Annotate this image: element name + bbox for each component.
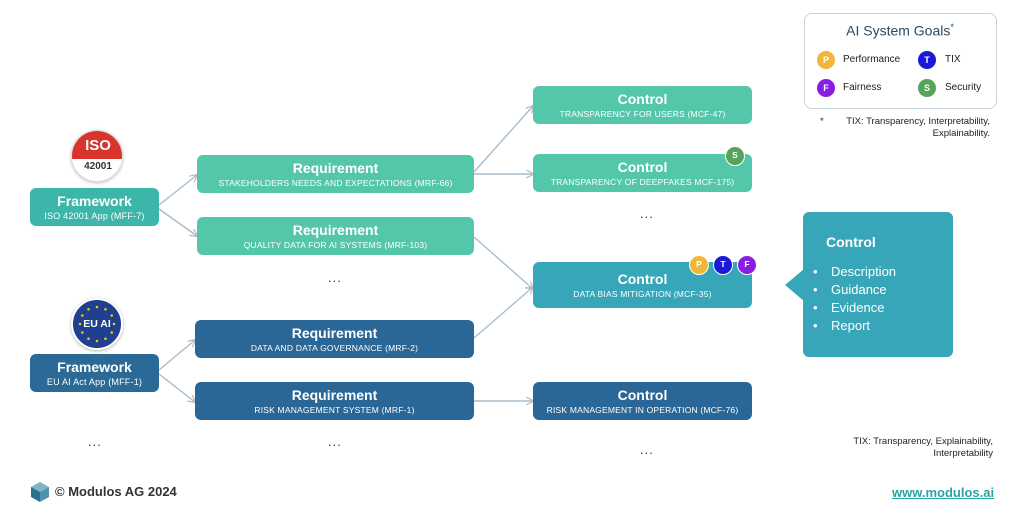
framework-iso-42001[interactable]: Framework ISO 42001 App (MFF-7) xyxy=(30,188,159,226)
iso-badge-label: ISO xyxy=(85,137,111,154)
detail-item-label: Report xyxy=(831,318,871,333)
security-tag: S xyxy=(725,146,745,166)
goals-footnote-line1: TIX: Transparency, Interpretability, xyxy=(846,116,990,127)
detail-title: Control xyxy=(826,234,876,250)
detail-item: •Evidence xyxy=(813,300,885,315)
framework-title: Framework xyxy=(57,358,132,375)
tix-icon: T xyxy=(918,51,936,69)
requirement-title: Requirement xyxy=(291,386,378,403)
goals-footnote-star: * xyxy=(820,116,824,127)
control-title: Control xyxy=(617,158,668,175)
legend-title-text: AI System Goals xyxy=(846,22,951,39)
control-risk-management-operation[interactable]: Control RISK MANAGEMENT IN OPERATION (MC… xyxy=(533,382,752,420)
detail-item: •Report xyxy=(813,318,871,333)
legend-item-fairness: Fairness xyxy=(843,82,882,93)
legend-item-tix: TIX xyxy=(945,54,961,65)
detail-item-label: Evidence xyxy=(831,300,885,315)
control-title: Control xyxy=(617,386,668,403)
requirement-subtitle: QUALITY DATA FOR AI SYSTEMS (MRF-103) xyxy=(243,239,428,250)
requirement-subtitle: DATA AND DATA GOVERNANCE (MRF-2) xyxy=(250,342,419,353)
control-subtitle: RISK MANAGEMENT IN OPERATION (MCF-76) xyxy=(546,404,739,415)
tix-tag: T xyxy=(713,255,733,275)
modulos-logo-icon xyxy=(31,482,49,502)
detail-item-label: Guidance xyxy=(831,282,887,297)
ellipsis-requirements-bottom: ... xyxy=(328,434,342,449)
ellipsis-requirements-mid: ... xyxy=(328,270,342,285)
control-transparency-deepfakes[interactable]: Control TRANSPARENCY OF DEEPFAKES MCF-17… xyxy=(533,154,752,192)
detail-pointer xyxy=(785,269,804,301)
control-title: Control xyxy=(617,270,668,287)
requirement-quality-data[interactable]: Requirement QUALITY DATA FOR AI SYSTEMS … xyxy=(197,217,474,255)
fairness-tag: F xyxy=(737,255,757,275)
framework-eu-ai-act[interactable]: Framework EU AI Act App (MFF-1) xyxy=(30,354,159,392)
legend-item-security: Security xyxy=(945,82,982,93)
requirement-stakeholders-needs[interactable]: Requirement STAKEHOLDERS NEEDS AND EXPEC… xyxy=(197,155,474,193)
performance-icon: P xyxy=(817,51,835,69)
requirement-title: Requirement xyxy=(292,159,379,176)
ellipsis-controls-bottom: ... xyxy=(640,442,654,457)
ellipsis-controls-top: ... xyxy=(640,206,654,221)
requirement-subtitle: RISK MANAGEMENT SYSTEM (MRF-1) xyxy=(254,404,415,415)
website-link[interactable]: www.modulos.ai xyxy=(892,485,995,500)
detail-item-label: Description xyxy=(831,264,897,279)
legend-title: AI System Goals* xyxy=(805,22,995,39)
control-detail-panel: Control •Description •Guidance •Evidence… xyxy=(803,212,953,357)
ellipsis-frameworks: ... xyxy=(88,434,102,449)
control-subtitle: TRANSPARENCY OF DEEPFAKES MCF-175) xyxy=(550,176,735,187)
fairness-icon: F xyxy=(817,79,835,97)
requirement-data-governance[interactable]: Requirement DATA AND DATA GOVERNANCE (MR… xyxy=(195,320,474,358)
detail-list: •Description •Guidance •Evidence •Report xyxy=(813,263,896,335)
detail-item: •Guidance xyxy=(813,282,887,297)
legend-item-performance: Performance xyxy=(843,54,901,65)
iso-badge-top: ISO xyxy=(72,131,122,159)
eu-badge-label: EU AI xyxy=(83,318,111,330)
detail-item: •Description xyxy=(813,264,897,279)
security-icon: S xyxy=(918,79,936,97)
requirement-title: Requirement xyxy=(292,221,379,238)
requirement-risk-management[interactable]: Requirement RISK MANAGEMENT SYSTEM (MRF-… xyxy=(195,382,474,420)
tix-note: TIX: Transparency, Explainability, Inter… xyxy=(823,436,993,460)
requirement-title: Requirement xyxy=(291,324,378,341)
control-transparency-users[interactable]: Control TRANSPARENCY FOR USERS (MCF-47) xyxy=(533,86,752,124)
control-title: Control xyxy=(617,90,668,107)
iso-42001-badge: ISO 42001 xyxy=(71,130,123,182)
goals-footnote: TIX: Transparency, Interpretability, Exp… xyxy=(820,116,990,140)
iso-badge-number: 42001 xyxy=(84,161,112,172)
framework-subtitle: EU AI Act App (MFF-1) xyxy=(46,376,143,387)
goals-footnote-line2: Explainability. xyxy=(932,128,990,139)
requirement-subtitle: STAKEHOLDERS NEEDS AND EXPECTATIONS (MRF… xyxy=(218,177,453,188)
control-subtitle: TRANSPARENCY FOR USERS (MCF-47) xyxy=(559,108,726,119)
framework-title: Framework xyxy=(57,192,132,209)
legend-title-mark: * xyxy=(950,22,954,32)
framework-subtitle: ISO 42001 App (MFF-7) xyxy=(44,210,145,221)
tix-note-line2: Interpretability xyxy=(933,448,993,459)
tix-note-line1: TIX: Transparency, Explainability, xyxy=(853,436,993,447)
copyright-text: © Modulos AG 2024 xyxy=(55,484,177,499)
eu-ai-badge: EU AI xyxy=(71,298,123,350)
performance-tag: P xyxy=(689,255,709,275)
ai-system-goals-legend: AI System Goals* P Performance T TIX F F… xyxy=(804,13,997,109)
eu-stars-icon xyxy=(78,305,116,343)
control-subtitle: DATA BIAS MITIGATION (MCF-35) xyxy=(573,288,712,299)
